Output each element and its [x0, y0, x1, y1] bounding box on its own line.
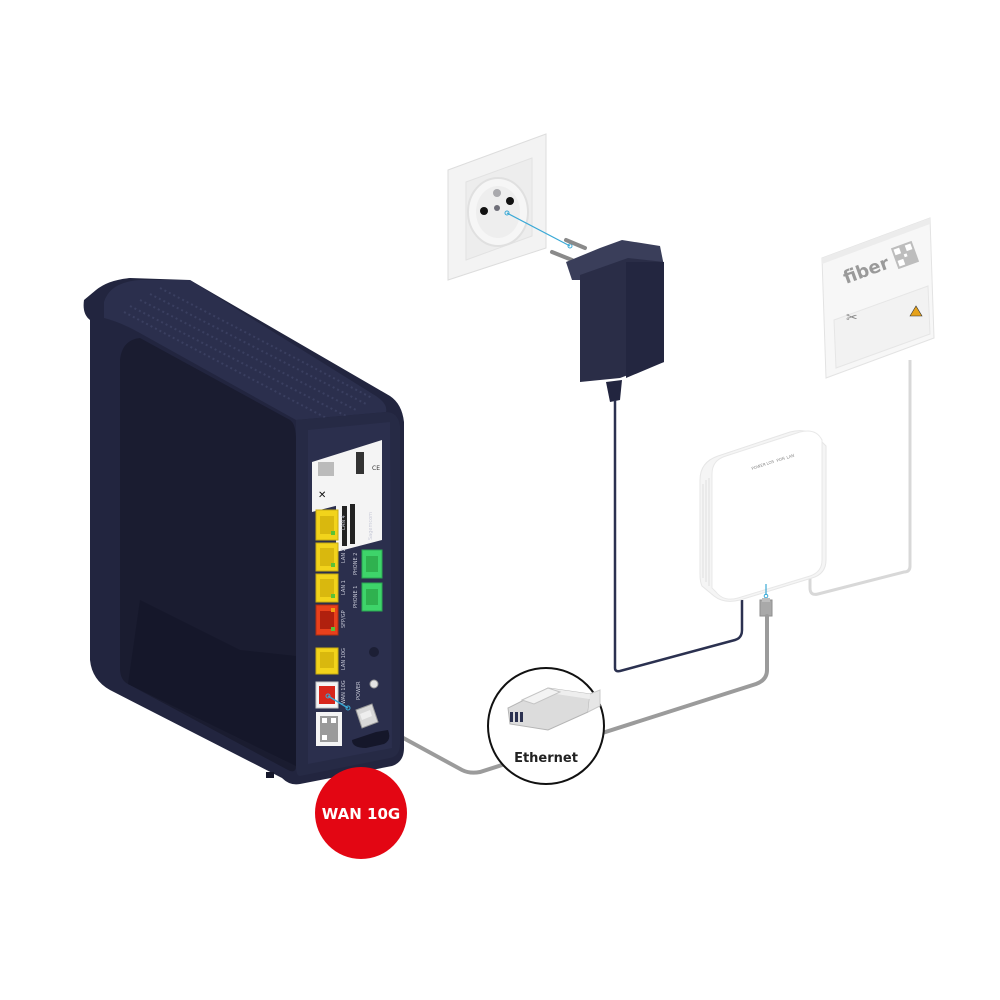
vent-pattern	[123, 287, 373, 421]
router-ports	[315, 509, 383, 709]
ont-guide-line	[763, 584, 769, 599]
wan-10g-badge-label: WAN 10G	[322, 805, 400, 823]
laser-warning-icon	[909, 305, 923, 317]
port-labels: LAN 4 LAN 2 LAN 1 SFP/GP LAN 10G WAN 10G…	[341, 515, 362, 704]
port-phone1[interactable]	[361, 582, 383, 612]
wall-socket	[447, 133, 547, 281]
port-label-phone2: PHONE 2	[353, 553, 359, 575]
ont-led-pon: PON	[776, 456, 786, 463]
ont-ethernet-plug	[759, 598, 773, 617]
socket-guide-line	[504, 210, 573, 249]
brand-logo-icon: ✕	[318, 490, 326, 501]
port-label-lan10g: LAN 10G	[341, 648, 347, 670]
router-ethernet-plug	[355, 703, 379, 729]
wan-guide-line	[325, 693, 351, 711]
svg-text:CE: CE	[372, 465, 380, 472]
ethernet-label: Ethernet	[514, 751, 578, 766]
port-sfp[interactable]	[315, 604, 339, 636]
ont-led-power: POWER	[751, 462, 767, 471]
port-label-lan4: LAN 4	[341, 515, 347, 530]
port-wan10g[interactable]	[315, 681, 339, 709]
router-box: ✕ CE Sagemcom	[83, 278, 404, 785]
port-lan1[interactable]	[315, 573, 339, 603]
router-label-sticker: ✕ CE	[312, 440, 382, 512]
power-jack[interactable]	[369, 679, 379, 689]
ethernet-plug-icon	[507, 687, 601, 731]
port-label-lan1: LAN 1	[341, 580, 347, 595]
scissors-icon: ✂	[846, 310, 858, 326]
power-cable	[613, 400, 744, 673]
brand-label: Sagemcom	[368, 512, 374, 540]
power-adapter	[550, 238, 664, 402]
fiber-cable	[808, 360, 912, 596]
serial-barcode-sticker: Sagemcom	[336, 492, 382, 552]
port-lan2[interactable]	[315, 542, 339, 572]
ont-device: POWER LOS PON LAN	[699, 430, 827, 602]
port-label-sfp: SFP/GP	[341, 610, 347, 628]
ont-led-lan: LAN	[786, 453, 795, 460]
port-label-phone1: PHONE 1	[353, 586, 359, 608]
wps-button[interactable]	[369, 647, 379, 657]
ethernet-callout: Ethernet	[487, 667, 605, 785]
power-label: POWER	[356, 681, 362, 700]
qr-code-icon	[890, 240, 920, 270]
port-label-lan2: LAN 2	[341, 548, 347, 563]
port-phone2[interactable]	[361, 549, 383, 579]
wan-10g-badge: WAN 10G	[315, 767, 407, 859]
ont-led-los: LOS	[766, 459, 775, 466]
ont-led-labels: POWER LOS PON LAN	[751, 453, 795, 471]
port-label-wan10g: WAN 10G	[341, 680, 347, 704]
qr-sticker	[316, 712, 342, 746]
fiber-outlet: fiber ✂	[821, 217, 935, 379]
ethernet-cable	[370, 614, 769, 775]
port-lan10g[interactable]	[315, 647, 339, 675]
port-lan4[interactable]	[315, 509, 339, 541]
